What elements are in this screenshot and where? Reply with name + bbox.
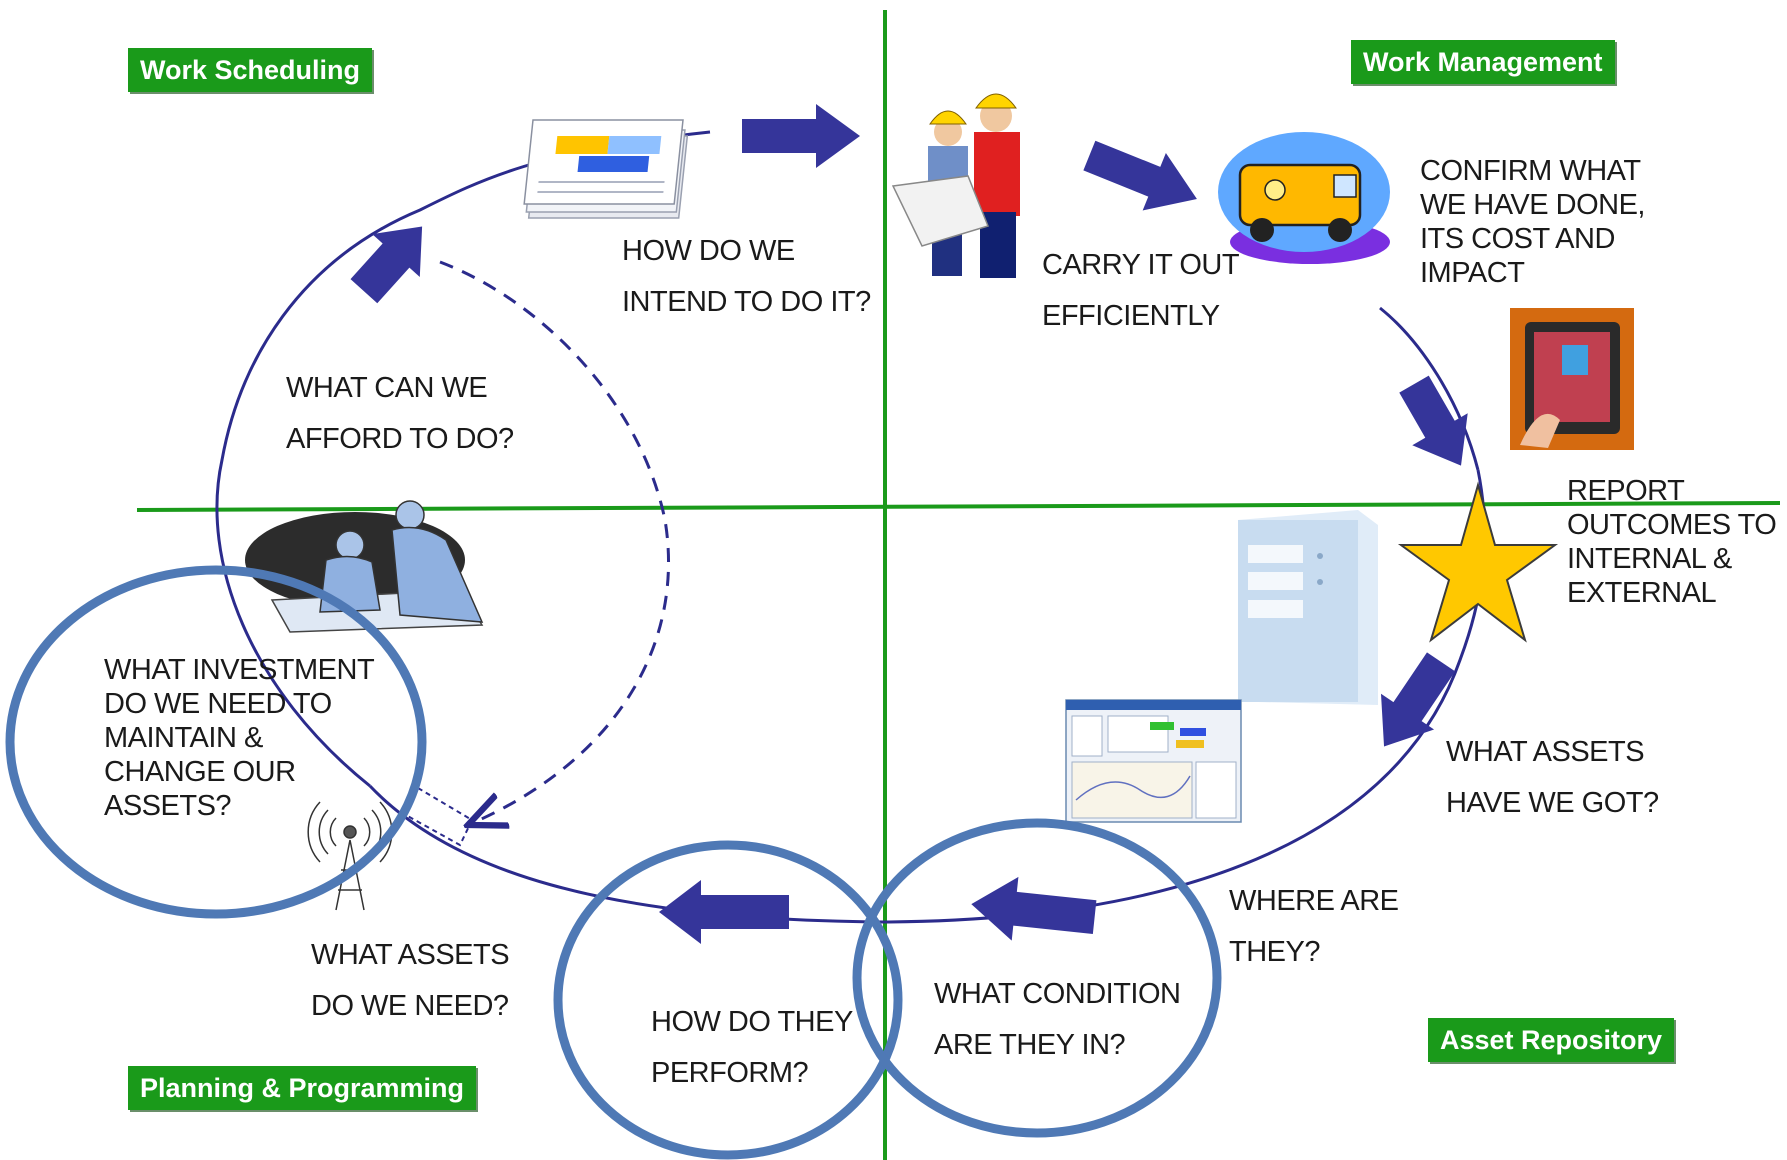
- cycle-arc-top-right: [1379, 306, 1480, 471]
- label-investment: WHAT INVESTMENT DO WE NEED TO MAINTAIN &…: [104, 654, 375, 822]
- server-tower-icon: [1238, 510, 1378, 705]
- delivery-van-icon: [1218, 132, 1390, 264]
- software-map-screenshot-icon: [1065, 699, 1242, 823]
- arrow-to-scheduling: [350, 226, 423, 304]
- highlight-ellipses: [5, 565, 1222, 1160]
- arrow-down-to-report: [1399, 375, 1468, 466]
- arrow-to-perform: [659, 880, 789, 944]
- cycle-arc-top-left: [215, 130, 711, 788]
- label-where-are-they: WHERE ARE THEY?: [1229, 885, 1399, 968]
- highlight-condition: [852, 818, 1222, 1138]
- label-how-intend: HOW DO WE INTEND TO DO IT?: [622, 235, 871, 318]
- badge-work-management: Work Management: [1351, 40, 1615, 84]
- flow-arrows: [350, 104, 1468, 944]
- badge-asset-repository: Asset Repository: [1428, 1018, 1675, 1062]
- highlight-perform: [553, 840, 903, 1160]
- badge-work-scheduling: Work Scheduling: [128, 48, 373, 92]
- label-assets-need: WHAT ASSETS DO WE NEED?: [311, 939, 510, 1022]
- cycle-arc-bottom-left: [368, 784, 886, 924]
- horizontal-axis: [136, 501, 1781, 512]
- dashed-inner-loop: [439, 260, 670, 825]
- tablet-device-icon: [1510, 308, 1634, 450]
- arrow-to-assets-got: [1380, 652, 1456, 747]
- label-confirm: CONFIRM WHAT WE HAVE DONE, ITS COST AND …: [1420, 155, 1646, 289]
- arrow-to-work-management: [742, 104, 860, 168]
- label-report: REPORT OUTCOMES TO INTERNAL & EXTERNAL: [1567, 475, 1777, 609]
- report-star-icon: [1397, 481, 1559, 643]
- cycle-arc-bottom-right: [884, 469, 1487, 924]
- meeting-people-icon: [245, 500, 484, 633]
- label-afford: WHAT CAN WE AFFORD TO DO?: [286, 372, 514, 455]
- label-what-assets-got: WHAT ASSETS HAVE WE GOT?: [1446, 736, 1659, 819]
- highlight-investment: [5, 565, 427, 919]
- label-perform: HOW DO THEY PERFORM?: [651, 1006, 853, 1089]
- label-carry-out: CARRY IT OUT EFFICIENTLY: [1042, 249, 1240, 332]
- document-stack-icon: [523, 119, 689, 219]
- construction-workers-icon: [891, 93, 1020, 278]
- badge-planning-programming: Planning & Programming: [128, 1066, 477, 1110]
- arrow-to-condition: [971, 876, 1097, 941]
- arrow-to-van: [1083, 140, 1197, 211]
- label-condition: WHAT CONDITION ARE THEY IN?: [934, 978, 1181, 1061]
